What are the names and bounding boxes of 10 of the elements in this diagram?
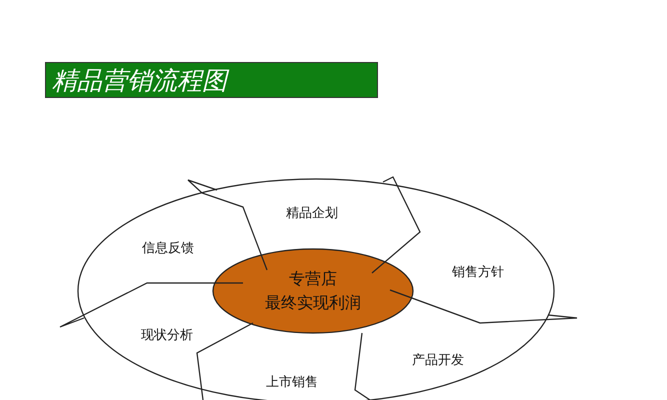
sector-label: 销售方针 [452,264,504,281]
sector-label: 信息反馈 [142,240,194,257]
sector-label: 上市销售 [266,374,318,391]
center-text: 专营店 [289,268,337,290]
center-ellipse [213,249,413,333]
title-bar: 精品营销流程图 [45,62,378,98]
sector-label: 现状分析 [141,327,193,344]
sector-label: 产品开发 [412,352,464,369]
sector-label: 精品企划 [286,205,338,222]
center-text: 最终实现利润 [265,292,361,314]
